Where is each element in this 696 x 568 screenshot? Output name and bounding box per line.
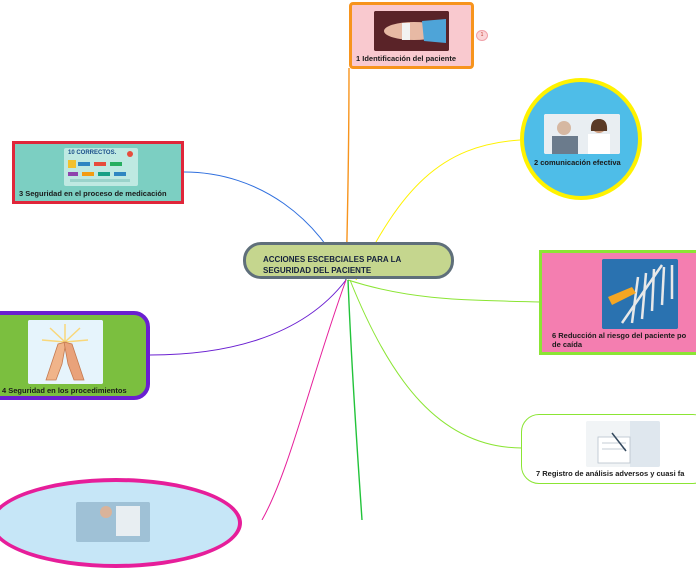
topic-1-label: 1 Identificación del paciente [356,54,456,63]
note-count-badge[interactable]: 1 [476,30,488,41]
high-five-hands-image [28,320,103,384]
link-8 [262,280,346,520]
central-topic-line1: ACCIONES ESCEBCIALES PARA LA [263,254,451,265]
ten-rights-infographic: 10 CORRECTOS. [64,148,138,186]
topic-3-label: 3 Seguridad en el proceso de medicación [19,189,167,198]
link-6 [348,280,540,302]
topic-4-label: 4 Seguridad en los procedimientos [2,386,127,395]
topic-8-partial[interactable] [0,478,242,568]
topic-7-label: 7 Registro de análisis adversos y cuasi … [536,469,684,478]
bed-rail-photo [602,259,678,329]
link-7 [350,280,522,448]
central-topic[interactable]: ACCIONES ESCEBCIALES PARA LA SEGURIDAD D… [243,242,454,279]
hospital-photo [76,502,150,542]
clipboard-writing-photo [586,421,660,467]
topic-2-comunicacion[interactable]: 2 comunicación efectiva [520,78,642,200]
link-9 [348,280,362,520]
doctor-patient-photo [544,114,620,154]
topic-6-label-line2: de caída [552,340,582,349]
topic-2-label: 2 comunicación efectiva [534,158,621,167]
topic-1-identificacion[interactable]: 1 Identificación del paciente [349,2,474,69]
topic-3-medicacion[interactable]: 10 CORRECTOS. 3 Seguridad en el proceso … [12,141,184,204]
topic-4-procedimientos[interactable]: 4 Seguridad en los procedimientos [0,311,150,400]
topic-6-riesgo-caida[interactable]: 6 Reducción al riesgo del paciente po de… [539,250,696,355]
topic-7-registro[interactable]: 7 Registro de análisis adversos y cuasi … [521,414,696,484]
wristband-photo [374,11,449,51]
central-topic-line2: SEGURIDAD DEL PACIENTE [263,265,451,276]
link-4 [150,280,346,355]
topic-6-label-line1: 6 Reducción al riesgo del paciente po [552,331,686,340]
